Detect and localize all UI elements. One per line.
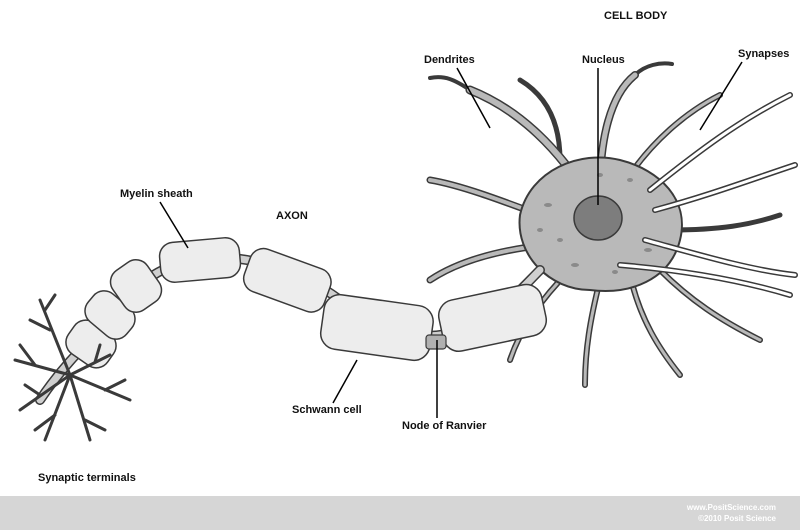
footer-url: www.PositScience.com	[686, 503, 776, 512]
footer-bar: www.PositScience.com ©2010 Posit Science	[0, 496, 800, 530]
footer-copyright: ©2010 Posit Science	[698, 514, 776, 523]
cell-body-label: CELL BODY	[604, 10, 668, 22]
axon-label: AXON	[276, 210, 308, 222]
node-of-ranvier	[425, 334, 447, 350]
schwann-cell-label: Schwann cell	[292, 404, 362, 416]
synaptic-terminals	[13, 293, 132, 442]
nucleus-label: Nucleus	[582, 54, 625, 66]
myelin-sheath-label: Myelin sheath	[120, 188, 193, 200]
organelles	[537, 173, 652, 274]
synapses-label: Synapses	[738, 48, 790, 60]
myelin-segments	[65, 237, 548, 369]
dendrites-label: Dendrites	[424, 54, 475, 66]
node-of-ranvier-label: Node of Ranvier	[402, 420, 487, 432]
leader-lines	[159, 61, 743, 418]
synaptic-terminals-label: Synaptic terminals	[38, 472, 136, 484]
